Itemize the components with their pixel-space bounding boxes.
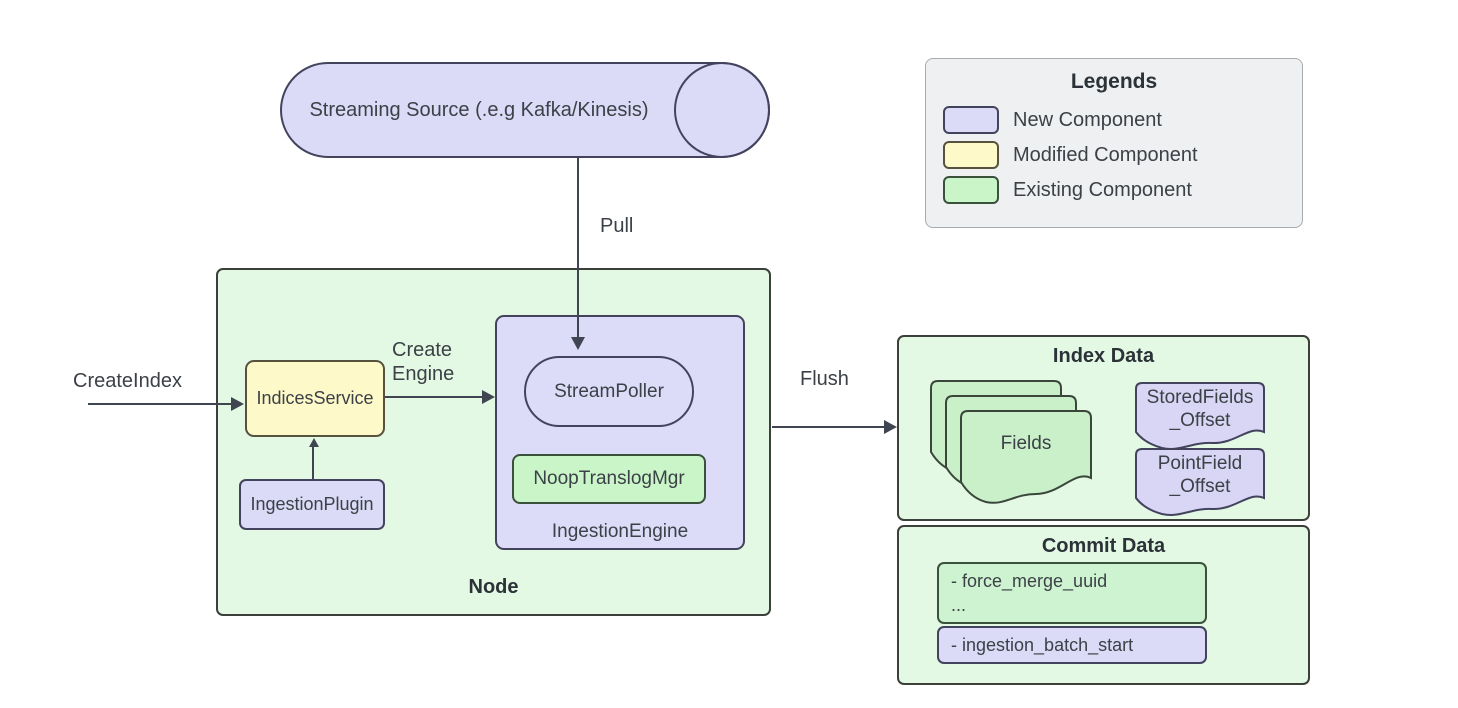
pull-arrowhead (571, 337, 585, 350)
indices-service-box: IndicesService (245, 360, 385, 437)
flush-arrow-line (772, 426, 885, 428)
node-container: IndicesService IngestionPlugin Create En… (216, 268, 771, 616)
legend-rows: New Component Modified Component Existin… (926, 106, 1302, 204)
plugin-arrow-line (312, 446, 314, 479)
fields-doc-front (960, 410, 1092, 504)
force-merge-uuid-box: - force_merge_uuid ... (937, 562, 1207, 624)
legend-label-new: New Component (1013, 108, 1162, 131)
ingestion-engine-label: IngestionEngine (551, 521, 689, 542)
plugin-arrowhead (309, 438, 319, 447)
stored-fields-offset-doc: StoredFields _Offset (1135, 382, 1265, 452)
commit-data-title: Commit Data (1041, 535, 1166, 557)
stream-poller-label: StreamPoller (554, 380, 664, 402)
stream-poller-box: StreamPoller (524, 356, 694, 427)
create-engine-label: Create Engine (392, 339, 455, 385)
pull-arrow-line (577, 158, 579, 338)
stored-fields-line1: StoredFields (1146, 387, 1254, 408)
pull-label: Pull (600, 215, 634, 237)
commit-data-container: Commit Data - force_merge_uuid ... - ing… (897, 525, 1310, 685)
point-field-offset-doc: PointField _Offset (1135, 448, 1265, 518)
legend-label-existing: Existing Component (1013, 178, 1192, 201)
streaming-source-label: Streaming Source (.e.g Kafka/Kinesis) (309, 98, 649, 121)
indices-service-label: IndicesService (256, 388, 374, 408)
stored-fields-line2: _Offset (1169, 410, 1231, 431)
legend-row-modified: Modified Component (943, 141, 1302, 169)
legend: Legends New Component Modified Component… (925, 58, 1303, 228)
index-data-title: Index Data (1052, 345, 1155, 367)
stored-fields-offset-shape (1135, 382, 1265, 450)
point-field-line1: PointField (1157, 453, 1243, 474)
ingestion-plugin-label: IngestionPlugin (250, 494, 374, 514)
ingestion-batch-start-label: - ingestion_batch_start (951, 635, 1134, 655)
ingestion-batch-start-box: - ingestion_batch_start (937, 626, 1207, 664)
legend-row-new: New Component (943, 106, 1302, 134)
point-field-offset-label: PointField _Offset (1135, 451, 1265, 499)
node-label: Node (468, 576, 519, 598)
ingestion-engine-box: StreamPoller NoopTranslogMgr IngestionEn… (495, 315, 745, 550)
existing-component-swatch (943, 176, 999, 204)
new-component-swatch (943, 106, 999, 134)
create-index-arrowhead (231, 397, 244, 411)
noop-translog-mgr-box: NoopTranslogMgr (512, 454, 706, 504)
legend-label-modified: Modified Component (1013, 143, 1198, 166)
ingestion-plugin-box: IngestionPlugin (239, 479, 385, 530)
noop-translog-mgr-label: NoopTranslogMgr (533, 468, 685, 489)
streaming-source-cylinder: Streaming Source (.e.g Kafka/Kinesis) (280, 62, 770, 158)
create-engine-arrowhead (482, 390, 495, 404)
cylinder-cap (674, 62, 770, 158)
fields-document-stack: Fields (930, 380, 1094, 504)
create-engine-arrow-line (385, 396, 484, 398)
flush-arrowhead (884, 420, 897, 434)
index-data-container: Index Data Fields StoredFields _Offset (897, 335, 1310, 521)
create-index-label: CreateIndex (73, 370, 182, 392)
flush-label: Flush (800, 368, 849, 390)
force-merge-line2: ... (951, 595, 967, 615)
force-merge-line1: - force_merge_uuid (951, 571, 1108, 591)
fields-label: Fields (1000, 432, 1052, 454)
legend-title: Legends (1070, 70, 1158, 93)
modified-component-swatch (943, 141, 999, 169)
create-index-arrow-line (88, 403, 233, 405)
stored-fields-offset-label: StoredFields _Offset (1135, 385, 1265, 433)
point-field-line2: _Offset (1169, 476, 1231, 497)
point-field-offset-shape (1135, 448, 1265, 516)
legend-row-existing: Existing Component (943, 176, 1302, 204)
